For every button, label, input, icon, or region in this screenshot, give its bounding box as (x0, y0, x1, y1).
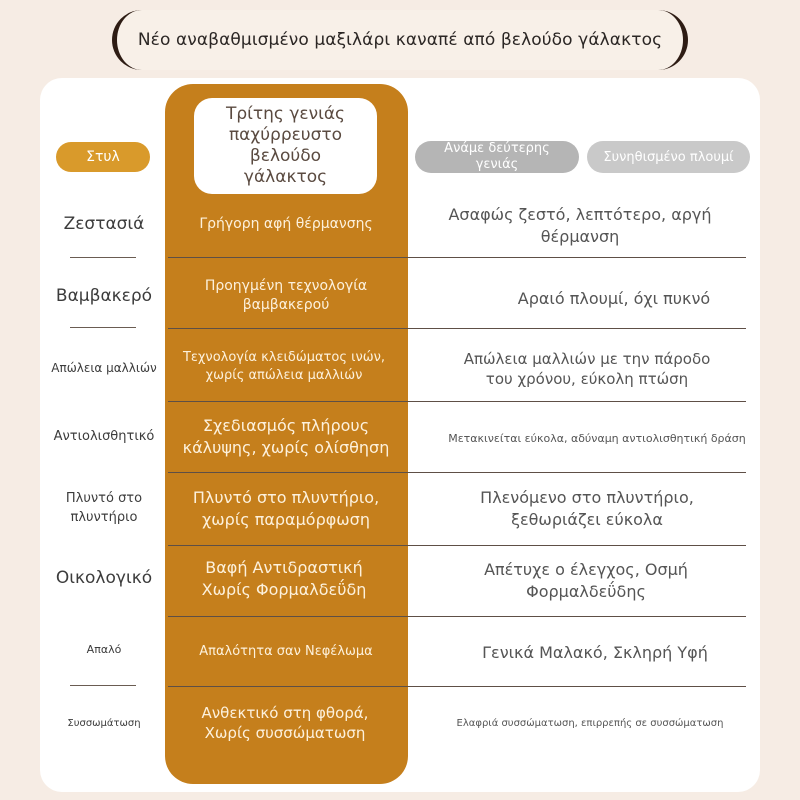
row-gen3-value: Βαφή Αντιδραστική Χωρίς Φορμαλδεΰδη (201, 558, 367, 599)
row-other-value: Πλενόμενο στο πλυντήριο, ξεθωριάζει εύκο… (480, 488, 694, 529)
row-gen3-value: Σχεδιασμός πλήρους κάλυψης, χωρίς ολίσθη… (182, 416, 390, 457)
row-label: Πλυντό στο πλυντήριο (65, 491, 143, 525)
row-label: Απώλεια μαλλιών (51, 361, 157, 375)
row-divider (168, 686, 746, 687)
row-label: Συσσωμάτωση (67, 717, 141, 729)
row-label: Απαλό (86, 642, 122, 656)
row-label: Ζεστασιά (63, 214, 145, 234)
row-gen3-value: Ανθεκτικό στη φθορά, Χωρίς συσσώματωση (201, 704, 369, 742)
gen3-header-label: Τρίτης γενιάς παχύρρευστο βελούδο γάλακτ… (226, 104, 345, 187)
gen2-header-label: Ανάμε δεύτερης γενιάς (444, 141, 550, 172)
gen3-header: Τρίτης γενιάς παχύρρευστο βελούδο γάλακτ… (194, 98, 377, 194)
synthetic-header-label: Συνηθισμένο πλουμί (603, 149, 734, 165)
row-other-value: Μετακινείται εύκολα, αδύναμη αντιολισθητ… (448, 431, 746, 445)
row-gen3-value: Απαλότητα σαν Νεφέλωμα (199, 643, 373, 659)
row-divider (168, 616, 746, 617)
row-other-value: Απέτυχε ο έλεγχος, Οσμή Φορμαλδεΰδης (484, 560, 688, 601)
row-label: Βαμβακερό (55, 286, 153, 306)
gen3-column (165, 84, 408, 784)
row-divider (70, 327, 136, 328)
row-divider (168, 545, 746, 546)
row-divider (70, 257, 136, 258)
synthetic-header-pill: Συνηθισμένο πλουμί (587, 141, 750, 173)
page-title: Νέο αναβαθμισμένο μαξιλάρι καναπέ από βε… (137, 30, 663, 50)
row-label: Αντιολισθητικό (53, 428, 155, 444)
gen2-header-pill: Ανάμε δεύτερης γενιάς (415, 141, 579, 173)
row-other-value: Αραιό πλουμί, όχι πυκνό (517, 288, 711, 308)
style-header-label: Στυλ (86, 149, 120, 165)
row-gen3-value: Γρήγορη αφή θέρμανσης (199, 216, 373, 232)
row-divider (168, 328, 746, 329)
row-gen3-value: Τεχνολογία κλειδώματος ινών, χωρίς απώλε… (182, 350, 386, 383)
row-divider (70, 685, 136, 686)
row-divider (168, 257, 746, 258)
row-other-value: Ασαφώς ζεστό, λεπτότερο, αργή θέρμανση (448, 205, 712, 246)
row-gen3-value: Πλυντό στο πλυντήριο, χωρίς παραμόρφωση (192, 488, 380, 529)
row-other-value: Γενικά Μαλακό, Σκληρή Υφή (482, 642, 708, 662)
row-other-value: Ελαφριά συσσώματωση, επιρρεπής σε συσσώμ… (456, 717, 724, 729)
style-header-pill: Στυλ (56, 142, 150, 172)
title-banner: Νέο αναβαθμισμένο μαξιλάρι καναπέ από βε… (112, 10, 688, 70)
row-other-value: Απώλεια μαλλιών με την πάροδο του χρόνου… (463, 350, 711, 388)
row-label: Οικολογικό (55, 568, 153, 588)
row-divider (168, 401, 746, 402)
row-gen3-value: Προηγμένη τεχνολογία βαμβακερού (204, 278, 368, 313)
row-divider (168, 472, 746, 473)
